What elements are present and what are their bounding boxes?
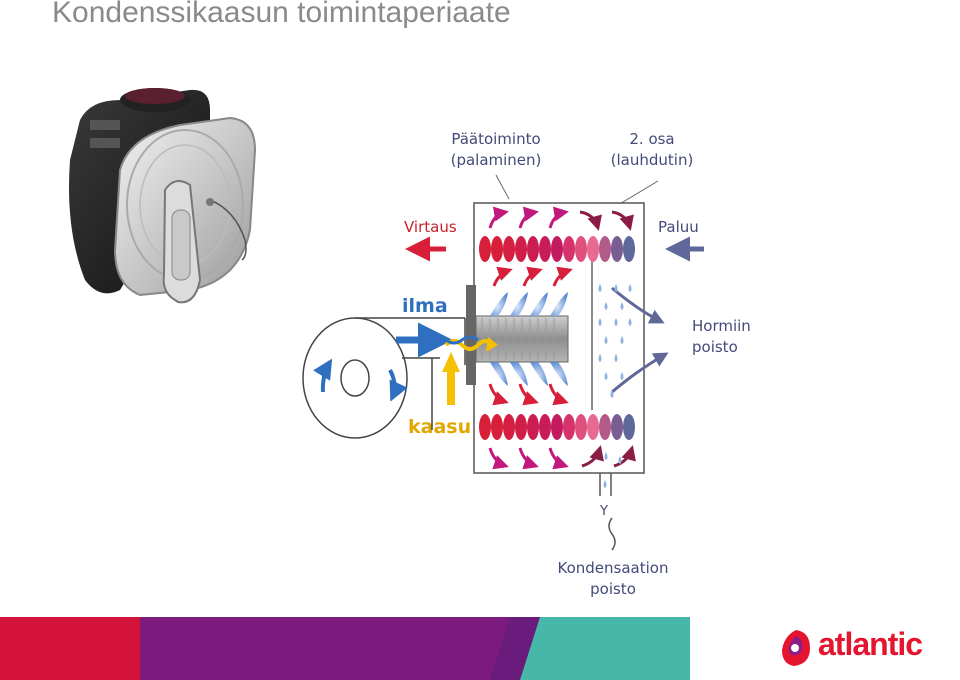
bottom-coil-row (479, 414, 635, 440)
atlantic-logo: atlantic (778, 622, 938, 674)
osa2-line1: 2. osa (629, 130, 675, 148)
atlantic-logo-mark (782, 630, 810, 666)
top-coil-row (479, 236, 635, 262)
condensing-boiler-diagram (302, 174, 704, 551)
hormiin-label: Hormiin poisto (692, 316, 751, 358)
kaasu-label: kaasu (408, 416, 472, 438)
atlantic-logo-text: atlantic (818, 626, 923, 662)
hormiin-line1: Hormiin (692, 317, 751, 335)
kondensaatio-label: Kondensaation poisto (546, 558, 680, 600)
paatoiminto-line1: Päätoiminto (451, 130, 541, 148)
hormiin-line2: poisto (692, 338, 738, 356)
osa2-label: 2. osa (lauhdutin) (596, 129, 708, 171)
paatoiminto-line2: (palaminen) (450, 151, 542, 169)
ilma-label: ilma (402, 295, 448, 317)
page-title: Kondenssikaasun toimintaperiaate (52, 0, 511, 29)
burner-photo (69, 88, 257, 304)
osa2-line2: (lauhdutin) (610, 151, 694, 169)
kondensaatio-line2: poisto (590, 580, 636, 598)
paatoiminto-label: Päätoiminto (palaminen) (440, 129, 552, 171)
paluu-label: Paluu (658, 218, 699, 236)
drain-symbol: Y (600, 504, 608, 519)
kondensaatio-line1: Kondensaation (557, 559, 669, 577)
virtaus-label: Virtaus (404, 218, 457, 236)
footer-band (0, 617, 690, 680)
